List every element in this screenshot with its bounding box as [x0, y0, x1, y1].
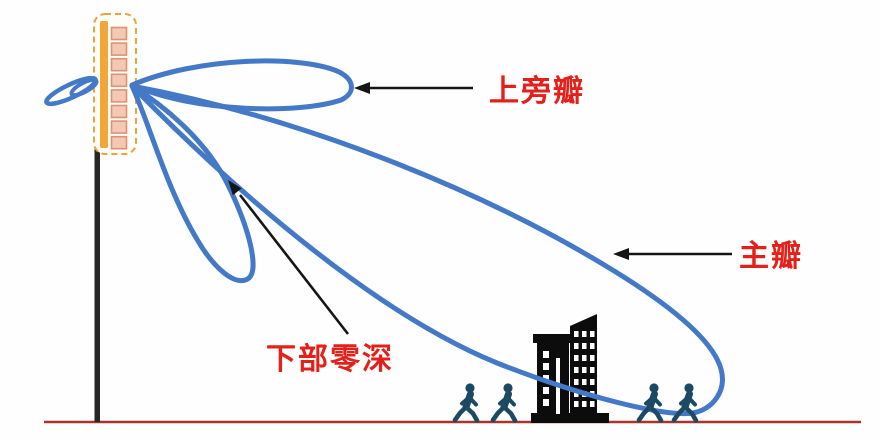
antenna-element-cell	[110, 104, 128, 119]
pedestrian-icon	[493, 383, 515, 420]
pedestrian-icon	[639, 383, 661, 420]
antenna-panel	[93, 13, 137, 155]
antenna-element-cell	[110, 120, 128, 134]
antenna-element-cell	[110, 42, 128, 56]
building-icon	[531, 314, 609, 423]
main-lobe-label: 主瓣	[739, 240, 803, 273]
main-lobe-arrow	[613, 248, 732, 260]
upper-side-lobe-shape	[129, 58, 354, 112]
lower-null-arrow	[228, 180, 350, 335]
upper-side-lobe-arrow	[354, 82, 473, 94]
annotation-arrows	[228, 82, 732, 335]
main-lobe-shape	[129, 83, 725, 417]
antenna-pole	[94, 78, 100, 422]
antenna-element-cell	[110, 89, 128, 103]
upper-side-lobe-label: 上旁瓣	[489, 74, 585, 108]
back-lobe-small-shape	[69, 77, 99, 98]
radiation-pattern	[44, 58, 725, 417]
antenna-element-cell	[110, 73, 128, 88]
antenna-element-cell	[110, 26, 128, 41]
lower-null-label: 下部零深	[266, 342, 394, 376]
lower-side-lobe-shape	[129, 83, 256, 283]
pedestrian-icon	[455, 383, 477, 420]
antenna-element-array	[110, 26, 128, 150]
antenna-element-cell	[110, 57, 128, 72]
antenna-reflector-bar	[100, 21, 108, 148]
antenna-element-cell	[110, 135, 128, 150]
